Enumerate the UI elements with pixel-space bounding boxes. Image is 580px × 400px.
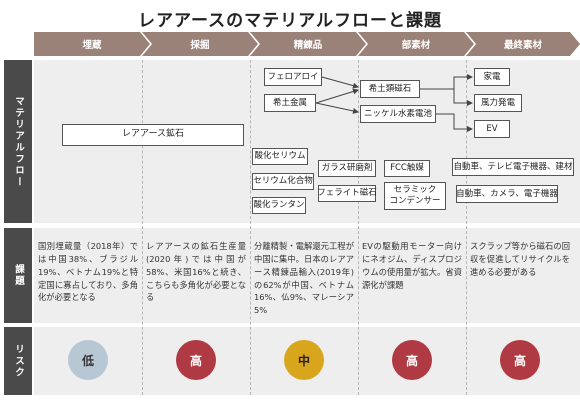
stage-reserves: 埋蔵 [34, 32, 150, 56]
box-glass-polish: ガラス研磨剤 [318, 160, 376, 177]
ceramic-capacitor-line-2: コンデンサー [389, 196, 441, 206]
box-final-products-2: 自動車、カメラ、電子機器 [456, 185, 558, 203]
risk-badge-components: 高 [392, 340, 432, 380]
box-ev: EV [474, 120, 510, 138]
risk-badge-reserves: 低 [68, 340, 108, 380]
row-label-flow: マテリアルフロー [4, 60, 32, 223]
column-divider [250, 60, 251, 395]
box-final-products-1: 自動車、テレビ電子機器、建材 [452, 158, 574, 176]
row-label-risk: リスク [4, 327, 32, 395]
column-divider [358, 60, 359, 395]
box-rare-earth-magnet: 希土類磁石 [360, 80, 420, 98]
row-label-issues: 課題 [4, 228, 32, 323]
risk-badge-final: 高 [500, 340, 540, 380]
column-divider [142, 60, 143, 395]
page-title: レアアースのマテリアルフローと課題 [138, 11, 442, 31]
box-ferro-alloy: フェロアロイ [264, 68, 322, 86]
box-nimh-battery: ニッケル水素電池 [360, 105, 436, 123]
issues-row-background [34, 228, 580, 323]
issue-components: EVの駆動用モーター向けにネオジム、ディスプロジウムの使用量が拡大。省資源化が課… [362, 241, 462, 290]
issue-reserves: 国別埋蔵量（2018年）では中国38%、ブラジル19%、ベトナム19%と特定国に… [38, 241, 138, 303]
stage-mining: 採掘 [142, 32, 258, 56]
stage-components: 部素材 [358, 32, 474, 56]
risk-badge-refined: 中 [284, 340, 324, 380]
box-fcc-catalyst: FCC触媒 [384, 160, 430, 177]
ceramic-capacitor-line-1: セラミック [393, 185, 437, 196]
box-ceramic-capacitor: セラミック コンデンサー [384, 182, 446, 210]
box-cerium-oxide: 酸化セリウム [252, 148, 308, 165]
issue-final: スクラップ等から磁石の回収を促進してリサイクルを進める必要がある [470, 241, 570, 277]
stage-refined: 精錬品 [250, 32, 366, 56]
box-ferrite-magnet: フェライト磁石 [317, 185, 377, 202]
box-lanthanum-oxide: 酸化ランタン [252, 197, 306, 214]
box-rare-earth-metal: 希土金属 [264, 94, 316, 112]
column-divider [466, 60, 467, 395]
box-wind-power: 風力発電 [474, 94, 522, 112]
risk-badge-mining: 高 [176, 340, 216, 380]
box-rare-earth-ore: レアアース鉱石 [62, 124, 244, 146]
box-home-appliance: 家電 [474, 68, 510, 86]
issue-mining: レアアースの鉱石生産量(2020年)では中国が58%、米国16%と続き、こちらも… [146, 241, 246, 303]
box-cerium-compound: セリウム化合物 [252, 173, 314, 190]
stage-final: 最終素材 [466, 32, 580, 56]
issue-refined: 分離精製・電解還元工程が中国に集中。日本のレアアース精錬品輸入(2019年)の6… [254, 241, 354, 316]
